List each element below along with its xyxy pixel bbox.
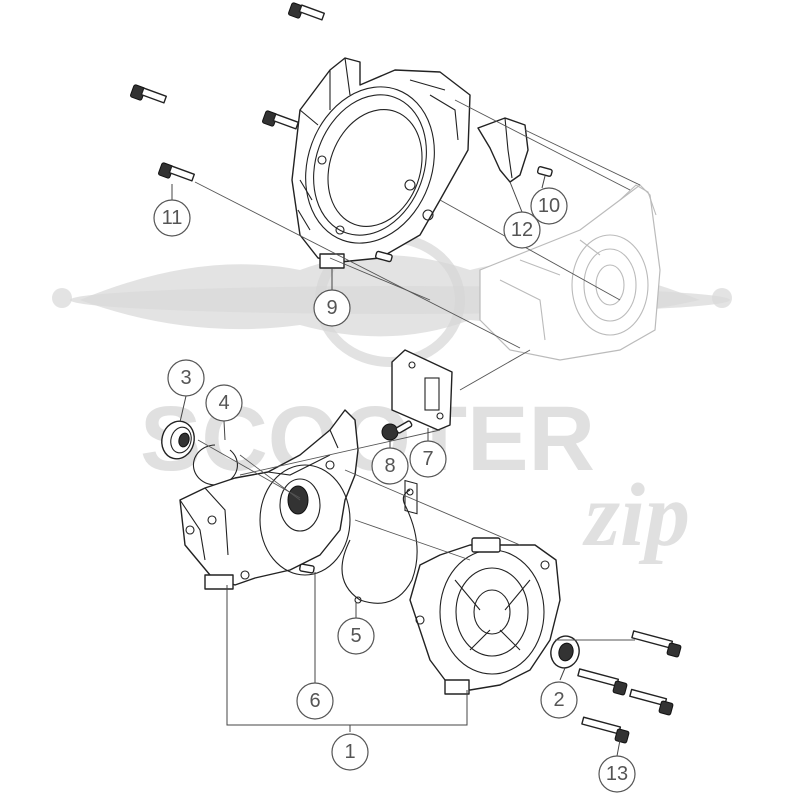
screw-part bbox=[381, 420, 413, 441]
callout-3-label: 3 bbox=[180, 367, 191, 389]
callout-10: 10 bbox=[530, 187, 568, 225]
circlip-part bbox=[192, 444, 238, 486]
callout-13-label: 13 bbox=[606, 763, 628, 785]
callout-1-label: 1 bbox=[344, 741, 355, 763]
callout-6: 6 bbox=[296, 682, 334, 720]
bolt-top-1 bbox=[288, 2, 326, 21]
watermark-logo: SCOOTER zip bbox=[52, 233, 732, 565]
bearing-part bbox=[161, 420, 195, 460]
crankcase-cover-part bbox=[291, 57, 471, 269]
callout-4-label: 4 bbox=[218, 392, 229, 414]
bolt-bottom-2 bbox=[577, 668, 628, 696]
watermark-brand-script: zip bbox=[582, 466, 690, 565]
callout-12-label: 12 bbox=[511, 219, 533, 241]
crankcase-right-half bbox=[409, 537, 561, 695]
seal-part bbox=[550, 635, 580, 669]
callout-8: 8 bbox=[371, 447, 409, 485]
dowel-pin-mid bbox=[374, 250, 393, 263]
callout-10-label: 10 bbox=[538, 195, 560, 217]
callout-5-label: 5 bbox=[350, 625, 361, 647]
callout-9: 9 bbox=[313, 289, 351, 327]
callout-2: 2 bbox=[540, 681, 578, 719]
gasket-part bbox=[341, 488, 418, 604]
callout-4: 4 bbox=[205, 384, 243, 422]
bracket-part bbox=[477, 117, 529, 183]
callout-13: 13 bbox=[598, 755, 636, 793]
callout-5: 5 bbox=[337, 617, 375, 655]
bolt-top-2 bbox=[130, 84, 168, 104]
crankcase-left-half bbox=[179, 409, 359, 590]
callout-11-label: 11 bbox=[162, 207, 183, 229]
callout-6-label: 6 bbox=[309, 690, 320, 712]
bolt-bottom-13 bbox=[581, 716, 630, 744]
reed-plate-part bbox=[391, 349, 453, 515]
callout-7: 7 bbox=[409, 440, 447, 478]
assembly-lines-bottom bbox=[197, 429, 635, 641]
callout-12: 12 bbox=[503, 211, 541, 249]
callout-7-label: 7 bbox=[422, 448, 433, 470]
callout-11: 11 bbox=[153, 199, 191, 237]
callout-1: 1 bbox=[331, 733, 369, 771]
callout-3: 3 bbox=[167, 359, 205, 397]
dowel-pin-top bbox=[536, 166, 553, 177]
bolt-bottom-1 bbox=[631, 630, 682, 658]
callout-8-label: 8 bbox=[384, 455, 395, 477]
leader-lines bbox=[171, 175, 621, 757]
bolt-top-11 bbox=[158, 162, 196, 182]
bolt-top-3 bbox=[262, 110, 300, 130]
callout-2-label: 2 bbox=[553, 689, 564, 711]
callout-9-label: 9 bbox=[326, 297, 337, 319]
assembly-lines-top bbox=[194, 99, 641, 391]
bolt-bottom-3 bbox=[629, 688, 674, 716]
